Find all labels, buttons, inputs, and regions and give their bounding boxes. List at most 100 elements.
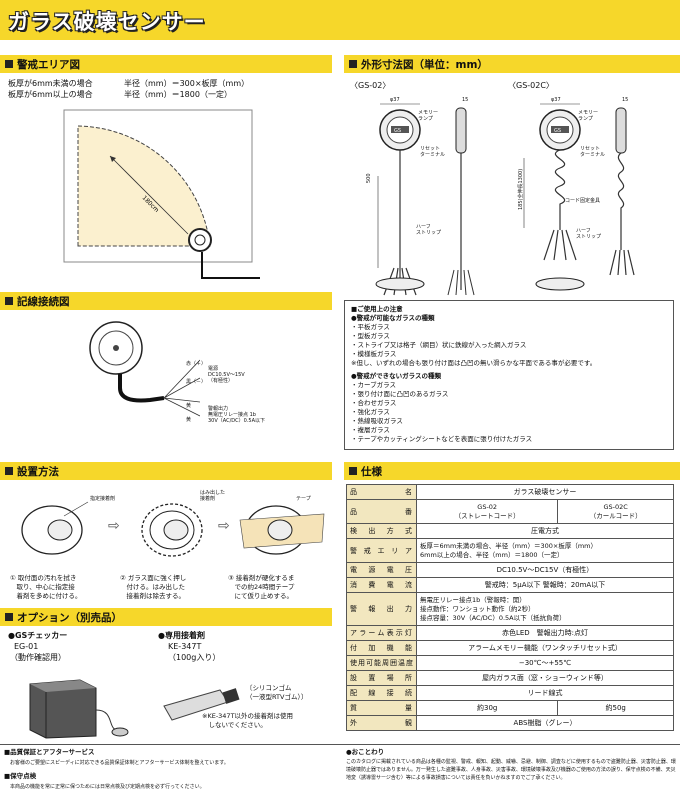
glue-tube-illustration [163, 688, 240, 721]
usage-ng-item: ・熱線吸収ガラス [351, 417, 403, 425]
spec-value: DC10.5V～DC15V（有極性） [416, 562, 674, 578]
memory-lamp-right: メモリー ランプ [578, 110, 599, 122]
checker-title: ●GSチェッカー [8, 631, 68, 640]
section-title: オプション（別売品） [17, 611, 122, 624]
table-row: 警報出力無電圧リレー接点1b（警報時：開） 接点動作：ワンショット動作（約2秒）… [346, 592, 674, 626]
warranty-heading: ■品質保証とアフターサービス [4, 748, 95, 756]
section-wiring: 記線接続図 [0, 292, 332, 310]
spec-head: 付加機能 [346, 640, 417, 656]
dimension-diagram: GS GS [375, 103, 635, 296]
spec-value: −30℃～+55℃ [416, 655, 674, 671]
checker-note: （動作確認用） [10, 653, 66, 662]
page-title: ガラス破壊センサー [8, 10, 206, 34]
power-spec: 電源 DC10.5V～15V （有極性） [208, 366, 245, 384]
spec-value: ABS樹脂（グレー） [416, 715, 674, 731]
half-strip-right: ハーフ ストリップ [576, 228, 602, 240]
sensor-logo-left: GS [394, 128, 401, 134]
table-row: 検出方式圧電方式 [346, 523, 674, 539]
reset-terminal-right: リセット ターミナル [580, 146, 606, 158]
section-title: 仕様 [361, 465, 382, 478]
label-adhesive: 指定接着剤 [90, 496, 116, 502]
table-row: 設置場所屋内ガラス面（窓・ショーウィンド等） [346, 670, 674, 686]
glue-note: （100g入り） [168, 653, 221, 662]
title-bar: ガラス破壊センサー [0, 0, 680, 40]
checker-model: EG-01 [14, 642, 39, 651]
notice-text: このカタログに掲載されている商品は各種の監視、警戒、報知、起動、威嚇、忌避、制御… [346, 759, 676, 781]
section-marker [5, 467, 13, 475]
table-row: アラーム表示灯赤色LED 警報出力時:点灯 [346, 625, 674, 641]
spec-value: ガラス破壊センサー [416, 484, 674, 500]
maintenance-text: 本商品の機能を常に正常に保つためには日常点検及び定期点検を必ず行ってください。 [10, 784, 205, 790]
glue-model: KE-347T [168, 642, 202, 651]
usage-ng-head: ●警戒ができないガラスの種類 [351, 372, 442, 380]
spec-value: リード線式 [416, 685, 674, 701]
glue-material: 〔シリコンゴム （一液型RTVゴム）〕 [246, 684, 308, 701]
reset-terminal-left: リセット ターミナル [420, 146, 446, 158]
dim-depth-left: 15 [462, 97, 469, 103]
terminal-black: 黒（－） [186, 379, 207, 385]
spec-value: 赤色LED 警報出力時:点灯 [416, 625, 674, 641]
usage-ng-item: ・強化ガラス [351, 408, 390, 416]
section-title: 外形寸法図（単位：mm） [361, 58, 488, 71]
usage-ok-item: ・型板ガラス [351, 332, 390, 340]
section-dimensions: 外形寸法図（単位：mm） [344, 55, 680, 73]
spec-head: 外観 [346, 715, 417, 731]
usage-ng-item: ・テープやカッティングシートなどを表面に張り付けたガラス [351, 435, 533, 443]
spec-head: 消費電流 [346, 577, 417, 593]
sensor-logo-right: GS [554, 128, 561, 134]
usage-notes: ■ご使用上の注意 ●警戒が可能なガラスの種類 ・平板ガラス ・型板ガラス ・スト… [344, 300, 674, 450]
spec-head: 警戒エリア [346, 538, 417, 563]
usage-ng-item: ・複層ガラス [351, 426, 390, 434]
spec-value: 約30g [415, 700, 559, 716]
spec-value: 板厚＝6mm未満の場合、半径（mm）＝300×板厚（mm） 6mm以上の場合、半… [416, 538, 674, 563]
table-row: 警戒エリア板厚＝6mm未満の場合、半径（mm）＝300×板厚（mm） 6mm以上… [346, 538, 674, 563]
section-marker [5, 297, 13, 305]
terminal-yellow-2: 黄 [186, 417, 192, 423]
usage-title: ■ご使用上の注意 [351, 305, 403, 313]
spec-value: GS-02 （ストレートコード） [415, 499, 559, 524]
usage-ng-item: ・張り付け面に凸凹のあるガラス [351, 390, 449, 398]
terminal-yellow-1: 黄 [186, 403, 192, 409]
install-diagram: ⇨ ⇨ [21, 501, 325, 557]
memory-lamp-left: メモリー ランプ [418, 110, 439, 122]
usage-ok-head: ●警戒が可能なガラスの種類 [351, 314, 435, 322]
spec-head: 使用可能周囲温度 [346, 655, 417, 671]
section-marker [5, 60, 13, 68]
section-options: オプション（別売品） [0, 608, 332, 626]
area-line2-label: 板厚が6mm以上の場合 [8, 90, 93, 99]
spec-head: 設置場所 [346, 670, 417, 686]
spec-head: アラーム表示灯 [346, 625, 417, 641]
table-row: 使用可能周囲温度−30℃～+55℃ [346, 655, 674, 671]
usage-ok-item: ・ストライプ又は格子（網目）状に鉄線が入った網入ガラス [351, 341, 527, 349]
dim-phi-right: φ37 [551, 97, 561, 103]
glue-title: ●専用接着剤 [158, 631, 205, 640]
spec-value: 無電圧リレー接点1b（警報時：開） 接点動作：ワンショット動作（約2秒） 接点容… [416, 592, 674, 626]
spec-head: 警報出力 [346, 592, 417, 626]
spec-value: 屋内ガラス面（窓・ショーウィンド等） [416, 670, 674, 686]
area-line1-label: 板厚が6mm未満の場合 [8, 79, 93, 88]
arrow-icon: ⇨ [218, 518, 230, 534]
spec-value: 警戒時：5μA以下 警報時：20mA以下 [416, 577, 674, 593]
usage-ok-item: ・模様板ガラス [351, 350, 397, 358]
notice-heading: ●おことわり [346, 748, 385, 756]
footer-divider [0, 744, 680, 745]
spec-value: アラームメモリー機能（ワンタッチリセット式） [416, 640, 674, 656]
spec-head: 品 番 [346, 499, 417, 524]
table-row: 付加機能アラームメモリー機能（ワンタッチリセット式） [346, 640, 674, 656]
section-spec: 仕様 [344, 462, 680, 480]
section-marker [349, 60, 357, 68]
alarm-area-diagram: 180cm [63, 109, 260, 279]
model-gs02c-label: 〈GS-02C〉 [508, 81, 554, 90]
area-line2-value: 半径（mm）＝1800（一定） [124, 90, 232, 99]
checker-illustration [29, 679, 129, 739]
usage-ok-item: ・平板ガラス [351, 323, 390, 331]
label-tape: テープ [296, 496, 311, 502]
model-gs02-label: 〈GS-02〉 [350, 81, 391, 90]
maintenance-heading: ■保守点検 [4, 772, 37, 780]
spec-head: 検出方式 [346, 523, 417, 539]
table-row: 配線接続リード線式 [346, 685, 674, 701]
